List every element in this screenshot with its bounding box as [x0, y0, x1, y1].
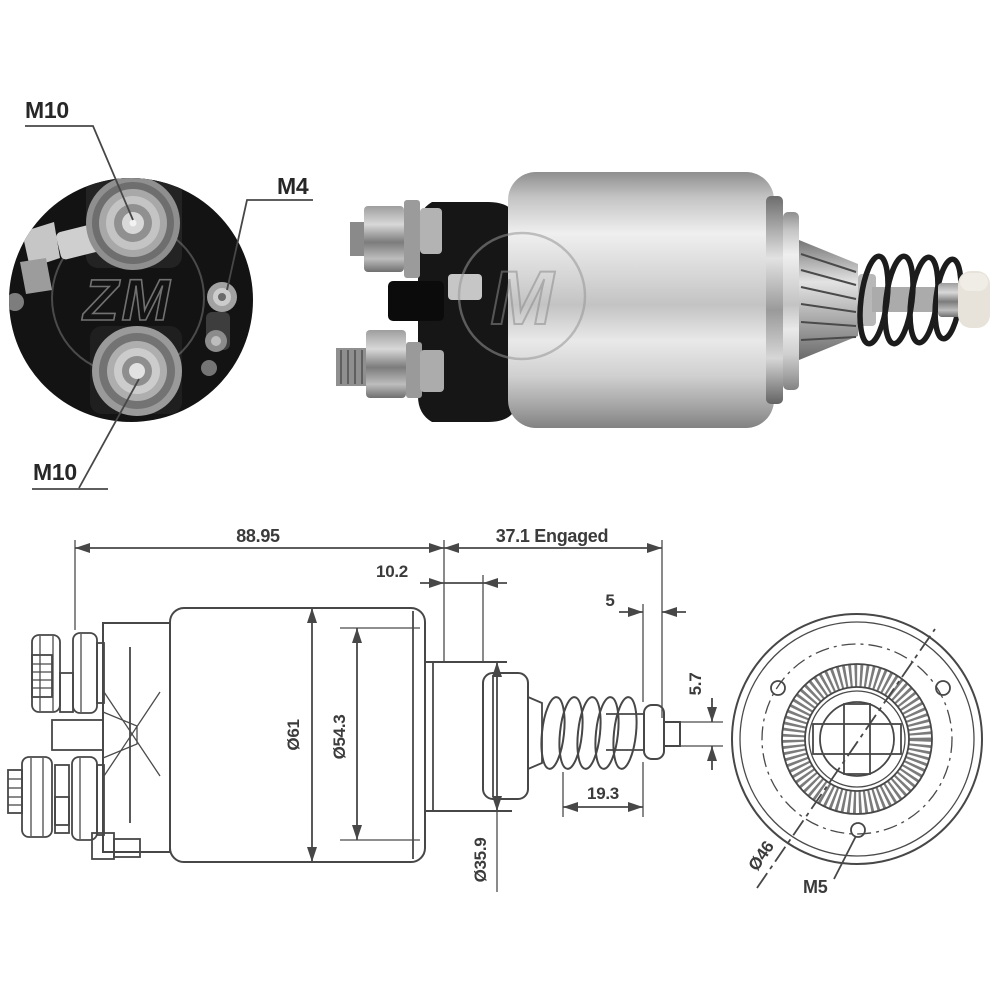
dim-tip-cap: 5 — [605, 591, 614, 610]
side-view-drawing — [7, 607, 681, 863]
dim-flange-width: 10.2 — [376, 562, 408, 581]
solenoid-photo: M — [336, 172, 990, 428]
drawn-terminal-bottom — [7, 756, 105, 841]
plunger-slot-vertical — [843, 703, 871, 775]
terminal-bolt-top — [350, 200, 442, 278]
shaft-nut — [938, 283, 964, 317]
label-m10-top: M10 — [25, 97, 69, 123]
label-m4: M4 — [277, 173, 309, 199]
return-spring — [857, 253, 964, 347]
dim-tip-pin: 5.7 — [686, 673, 705, 696]
svg-text:M: M — [490, 256, 555, 341]
brand-watermark: ZM — [81, 268, 173, 333]
photo-watermark: M — [457, 231, 587, 361]
drawn-spring — [540, 696, 638, 770]
drawn-plunger — [606, 704, 681, 760]
cap-terminal-block — [388, 281, 444, 321]
reflection-highlight — [22, 222, 60, 268]
mount-hole-left — [770, 680, 786, 696]
terminal-stud-top — [56, 178, 180, 270]
flange-outer-circle — [731, 613, 983, 865]
coil-terminal-block — [51, 719, 104, 751]
mount-hole-bottom — [850, 822, 866, 838]
dim-overall-length: 88.95 — [236, 526, 280, 546]
end-ring — [766, 196, 783, 404]
pinion-collar — [799, 240, 858, 360]
cylinder-body — [508, 172, 774, 428]
plunger-slot-horizontal — [812, 723, 902, 755]
drawn-cap — [102, 622, 171, 853]
dim-mount-thread: M5 — [803, 877, 828, 897]
terminal-end-view-photo: ZM — [9, 97, 313, 490]
terminal-stud-m4 — [201, 282, 237, 376]
drawn-body — [169, 607, 426, 863]
label-m10-bottom: M10 — [33, 459, 77, 485]
terminal-stud-bottom — [92, 326, 182, 416]
terminal-bolt-bottom — [336, 330, 444, 398]
dim-spring-length: 19.3 — [587, 784, 619, 803]
bolt-circle-centerline — [756, 628, 936, 889]
dim-neck-diameter: Ø35.9 — [471, 838, 490, 883]
dim-engaged: 37.1 Engaged — [496, 526, 608, 546]
mount-face-drawing: Ø46 M5 — [731, 613, 983, 897]
mount-hole-right — [935, 680, 951, 696]
dim-cap-diameter: Ø54.3 — [330, 715, 349, 760]
drawn-flange — [482, 672, 543, 800]
drawn-terminal-top — [31, 632, 105, 714]
terminal-callouts: M10 M4 M10 — [25, 97, 313, 490]
dim-body-diameter: Ø61 — [284, 719, 303, 750]
side-view-dimensions: 88.95 37.1 Engaged 10.2 5 5.7 19.3 Ø61 — [74, 526, 723, 892]
dim-bolt-circle: Ø46 — [745, 838, 778, 875]
drawn-neck — [425, 661, 512, 812]
